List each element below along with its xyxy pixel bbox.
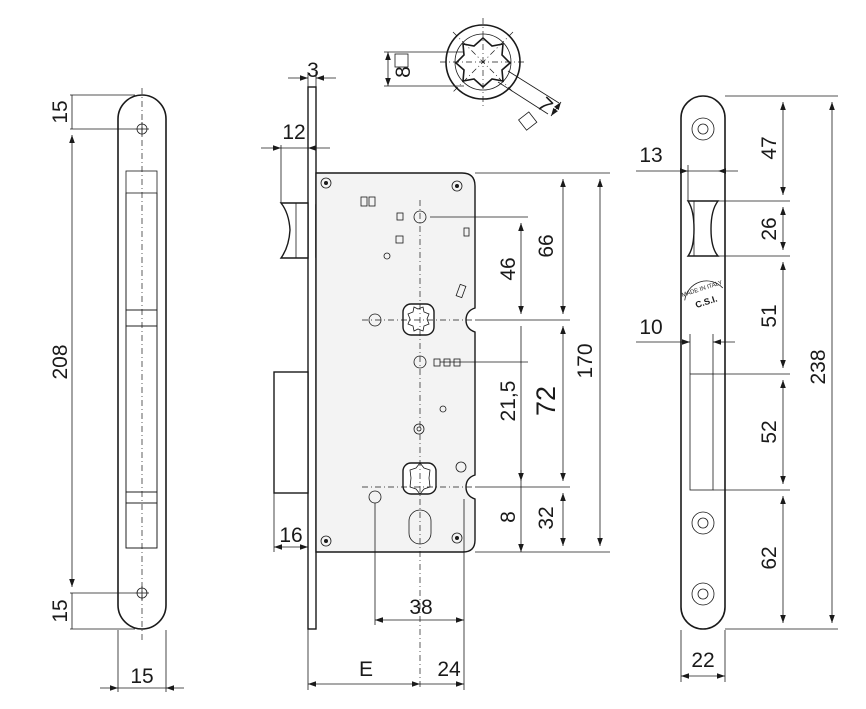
dim-right-10: 10: [639, 316, 662, 339]
dim-left-width: 15: [130, 665, 153, 688]
svg-text:C.S.I.: C.S.I.: [694, 294, 719, 310]
dim-46: 46: [497, 257, 520, 280]
dim-66: 66: [535, 234, 558, 257]
dim-left-top: 15: [49, 100, 72, 123]
dim-latch-offset: 12: [282, 121, 305, 144]
strike-plate-view: MADE IN ITALY C.S.I.: [636, 95, 838, 682]
bolt-opening: [689, 373, 714, 491]
dim-72: 72: [531, 386, 561, 416]
dim-24: 24: [437, 658, 461, 681]
dim-plate-thickness: 3: [307, 59, 319, 82]
dim-spindle-8: 8: [392, 66, 415, 78]
faceplate-outline: [117, 94, 167, 630]
lock-body-side-view: [261, 72, 610, 690]
dim-right-47: 47: [758, 136, 781, 159]
dim-bolt-depth: 16: [279, 524, 302, 547]
faceplate-cutout: [125, 170, 158, 549]
dim-spindle-7: 7: [532, 93, 557, 118]
handle-follower: [402, 303, 435, 336]
lock-case: [315, 172, 476, 553]
dim-8: 8: [497, 511, 520, 523]
svg-text:MADE IN ITALY: MADE IN ITALY: [681, 280, 723, 299]
dim-left-bottom: 15: [49, 599, 72, 622]
dim-right-62: 62: [758, 546, 781, 569]
spindle-detail: [384, 18, 562, 131]
dim-right-13: 13: [639, 144, 662, 167]
dim-32: 32: [535, 506, 558, 529]
dim-right-51: 51: [758, 304, 781, 327]
dim-right-52: 52: [758, 420, 781, 443]
dim-21-5: 21,5: [497, 381, 520, 422]
dim-left-height: 208: [49, 344, 72, 379]
deadbolt: [273, 371, 309, 494]
dim-170: 170: [574, 343, 597, 378]
dim-38: 38: [409, 596, 432, 619]
dim-right-22: 22: [691, 649, 714, 672]
faceplate-strip: [307, 86, 317, 630]
dim-right-238: 238: [807, 349, 830, 384]
strike-plate-outline: [680, 95, 726, 630]
faceplate-front-view: [69, 88, 184, 692]
dim-right-26: 26: [758, 217, 781, 240]
latch: [279, 202, 309, 259]
dim-e: E: [359, 658, 373, 681]
maker-stamp: MADE IN ITALY C.S.I.: [681, 280, 723, 310]
cylinder-cam: [402, 462, 437, 495]
latch-opening: [686, 200, 720, 257]
